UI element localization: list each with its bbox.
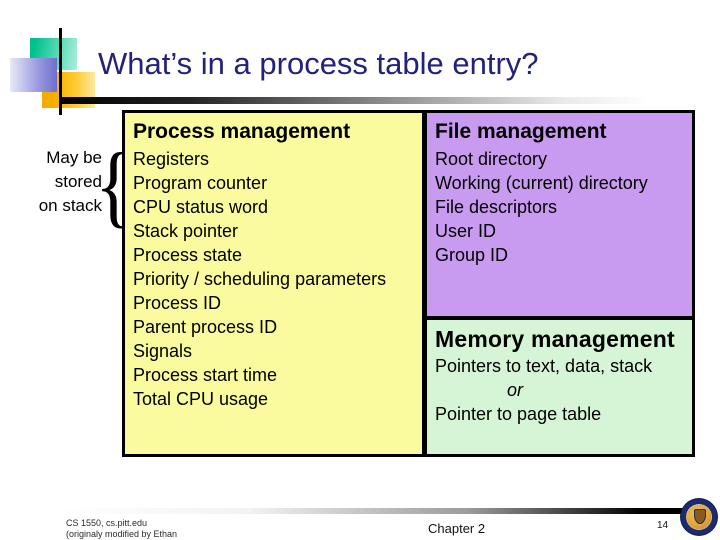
process-management-cell: Process management Registers Program cou… (125, 113, 422, 454)
side-note: May be stored on stack (14, 146, 102, 218)
file-management-cell: File management Root directory Working (… (427, 113, 692, 316)
footer-gradient-bar (60, 508, 692, 514)
footer-course-info: CS 1550, cs.pitt.edu (originaly modified… (66, 518, 177, 540)
list-item: Process start time (133, 365, 278, 385)
list-item: Process ID (133, 293, 222, 313)
process-management-heading: Process management (133, 120, 351, 143)
footer-page-number: 14 (657, 520, 669, 531)
title-underline-bar (60, 97, 700, 104)
memory-line-or: or (507, 380, 524, 400)
memory-line: Pointer to page table (435, 404, 602, 424)
list-item: Stack pointer (133, 221, 239, 241)
footer-credit-line: (originaly modified by Ethan (66, 529, 178, 539)
file-management-heading: File management (435, 120, 607, 143)
list-item: CPU status word (133, 197, 269, 217)
memory-management-cell: Memory management Pointers to text, data… (427, 320, 692, 454)
footer-course-line: CS 1550, cs.pitt.edu (66, 518, 148, 528)
pitt-seal-logo-icon (681, 499, 717, 535)
footer-chapter-label: Chapter 2 (428, 521, 486, 536)
seal-inner-disc (686, 504, 712, 530)
list-item: Process state (133, 245, 243, 265)
memory-management-heading: Memory management (435, 326, 675, 352)
side-note-line: stored (54, 172, 102, 191)
list-item: Priority / scheduling parameters (133, 269, 387, 289)
process-table: Process management Registers Program cou… (122, 110, 695, 457)
list-item: File descriptors (435, 197, 558, 217)
list-item: User ID (435, 221, 497, 241)
decor-vertical-line (59, 28, 62, 115)
seal-shield-icon (694, 509, 706, 524)
decor-square-purple-icon (10, 58, 57, 92)
side-note-line: May be (46, 148, 102, 167)
file-management-list: Root directory Working (current) directo… (435, 147, 684, 267)
process-management-list: Registers Program counter CPU status wor… (133, 147, 414, 411)
list-item: Working (current) directory (435, 173, 648, 193)
slide-title: What’s in a process table entry? (98, 46, 539, 81)
list-item: Signals (133, 341, 193, 361)
list-item: Parent process ID (133, 317, 278, 337)
list-item: Total CPU usage (133, 389, 269, 409)
list-item: Registers (133, 149, 210, 169)
list-item: Group ID (435, 245, 509, 265)
list-item: Program counter (133, 173, 268, 193)
memory-line: Pointers to text, data, stack (435, 356, 653, 376)
list-item: Root directory (435, 149, 548, 169)
side-note-line: on stack (38, 196, 102, 215)
